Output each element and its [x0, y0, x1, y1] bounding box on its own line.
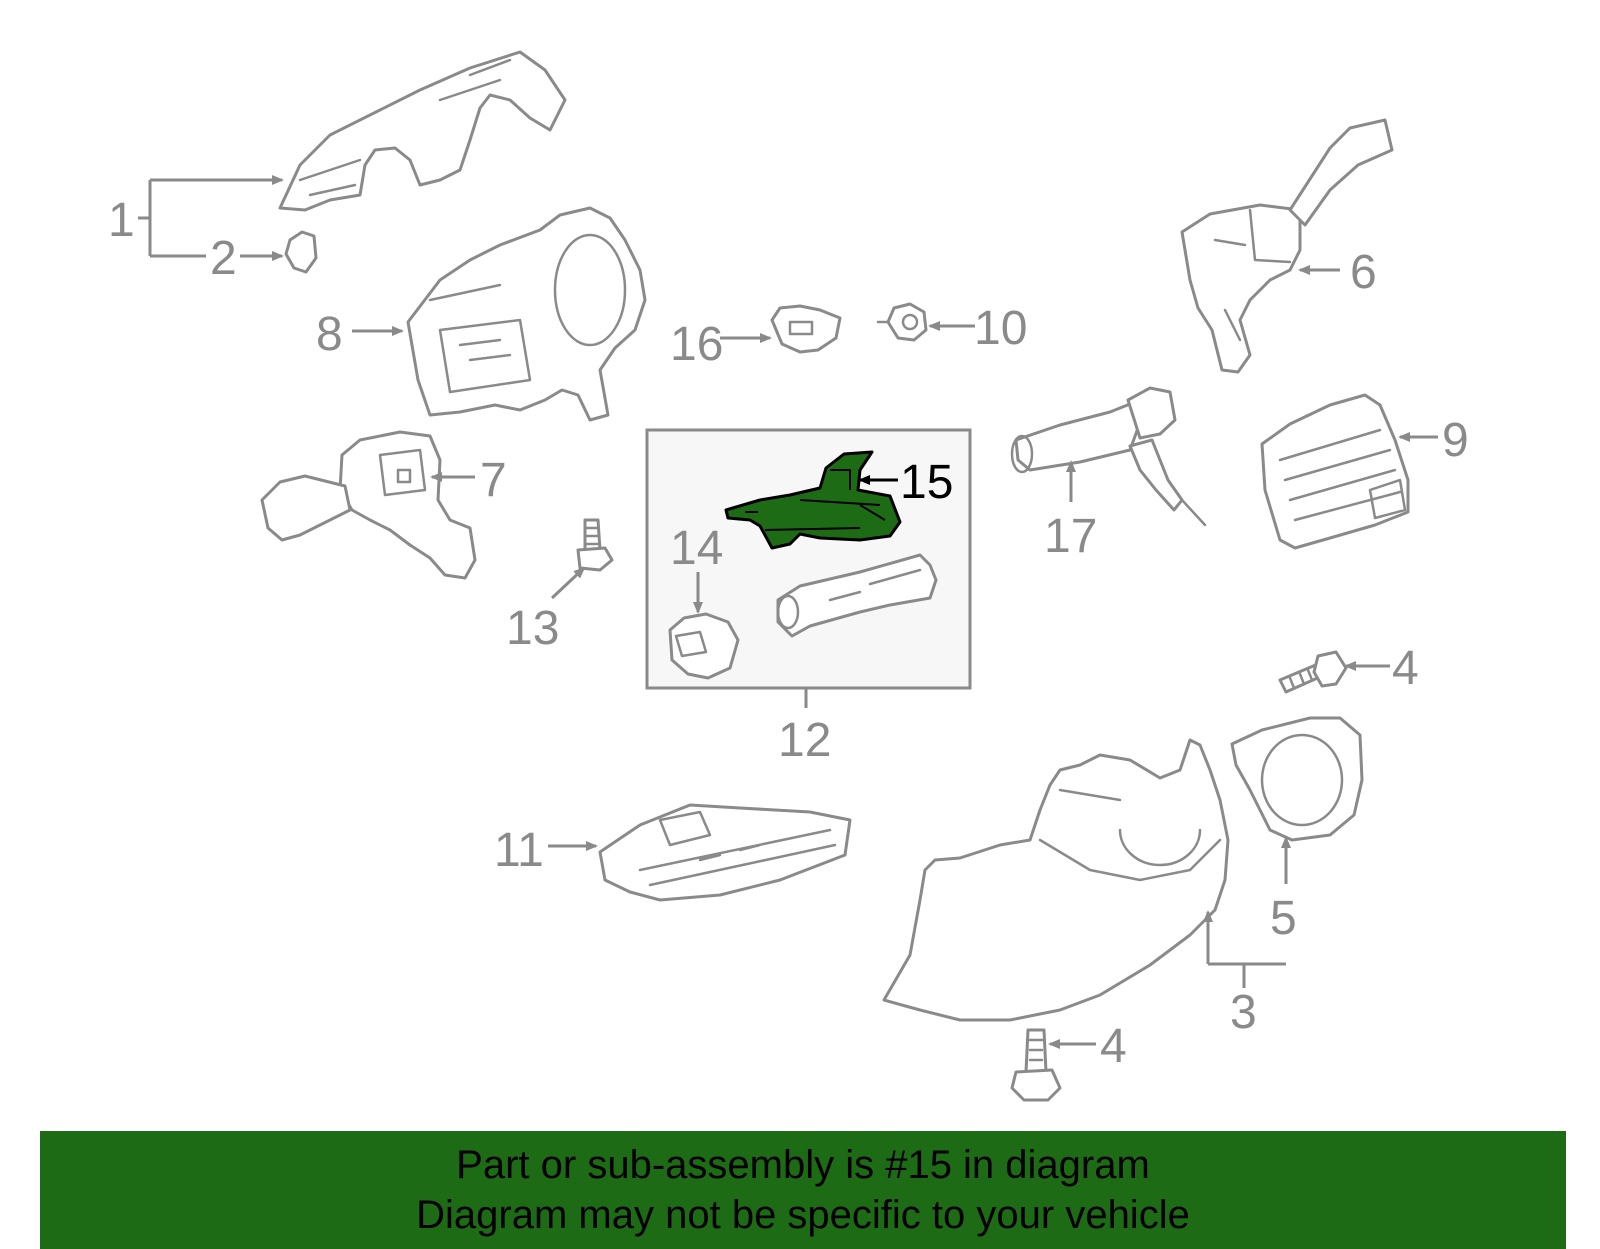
callout-8: 8: [316, 308, 343, 361]
callout-7: 7: [480, 454, 507, 507]
part-1-upper-shroud: [278, 50, 567, 212]
part-6-wiper-switch: [1180, 118, 1394, 374]
callout-6: 6: [1350, 246, 1377, 299]
part-13-bolt: [576, 518, 614, 572]
part-15-bracket-highlighted: [724, 450, 902, 550]
part-2-clip: [284, 230, 318, 274]
callout-4-upper: 4: [1392, 642, 1419, 695]
callout-1: 1: [108, 194, 135, 247]
callout-9: 9: [1442, 414, 1469, 467]
info-banner: Part or sub-assembly is #15 in diagram D…: [40, 1131, 1566, 1249]
part-9-control-module: [1260, 393, 1410, 550]
callout-17: 17: [1044, 510, 1097, 563]
part-10-nut: [876, 302, 928, 342]
part-8-switch-housing: [406, 206, 647, 422]
callout-2: 2: [210, 232, 237, 285]
callout-4-lower: 4: [1100, 1020, 1127, 1073]
callout-10: 10: [974, 302, 1027, 355]
callout-12: 12: [778, 714, 831, 767]
callout-13: 13: [506, 602, 559, 655]
part-4-bolt-upper: [1278, 650, 1348, 694]
callout-16: 16: [670, 318, 723, 371]
banner-disclaimer: Diagram may not be specific to your vehi…: [416, 1193, 1190, 1237]
callout-15: 15: [900, 456, 953, 509]
part-4-bolt-lower: [1010, 1028, 1062, 1102]
part-16-bracket: [770, 304, 842, 354]
part-14-lock-cylinder: [668, 612, 740, 680]
banner-part-note: Part or sub-assembly is #15 in diagram: [456, 1143, 1150, 1187]
callout-11: 11: [494, 824, 544, 877]
leader-lines: [138, 175, 1438, 1049]
part-3-lower-shroud: [882, 738, 1230, 1022]
part-12-ignition-housing: [776, 553, 938, 638]
callout-14: 14: [670, 522, 723, 575]
part-17-ignition-key: [1010, 386, 1207, 527]
callout-5: 5: [1270, 892, 1297, 945]
callout-3: 3: [1230, 986, 1257, 1039]
part-11-control-module: [598, 803, 852, 902]
part-5-cover: [1230, 716, 1364, 842]
part-7-turn-signal-switch: [260, 430, 477, 580]
